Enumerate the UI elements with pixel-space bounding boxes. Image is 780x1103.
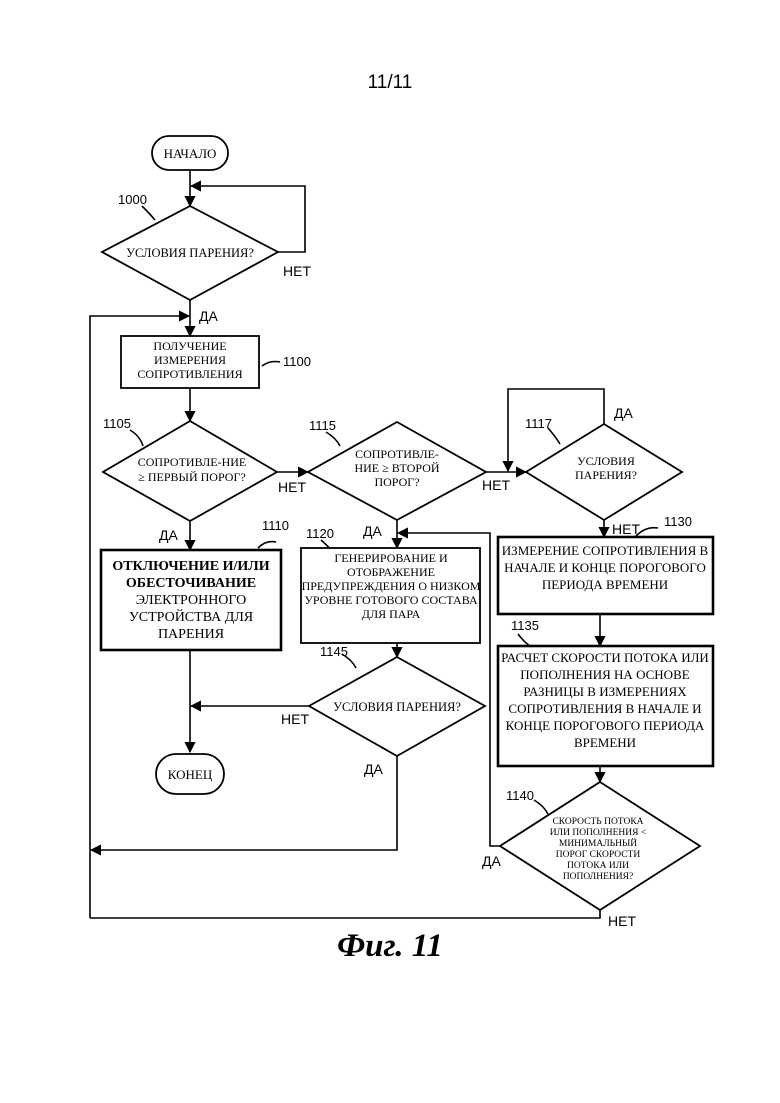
svg-text:ПРЕДУПРЕЖДЕНИЯ О НИЗКОМ: ПРЕДУПРЕЖДЕНИЯ О НИЗКОМ [302, 579, 481, 593]
figure-caption: Фиг. 11 [0, 928, 780, 965]
svg-text:РАСЧЕТ СКОРОСТИ ПОТОКА ИЛИ: РАСЧЕТ СКОРОСТИ ПОТОКА ИЛИ [501, 650, 709, 665]
svg-text:ГЕНЕРИРОВАНИЕ И: ГЕНЕРИРОВАНИЕ И [334, 551, 448, 565]
svg-text:ВРЕМЕНИ: ВРЕМЕНИ [574, 735, 636, 750]
ref-1120: 1120 [306, 526, 334, 541]
process-1135: РАСЧЕТ СКОРОСТИ ПОТОКА ИЛИ ПОПОЛНЕНИЯ НА… [498, 618, 713, 766]
ref-1110: 1110 [262, 518, 289, 533]
decision-1117: УСЛОВИЯ ПАРЕНИЯ? 1117 [525, 416, 682, 520]
svg-text:НАЧАЛО: НАЧАЛО [164, 146, 217, 161]
connector-1145-yes [91, 756, 397, 850]
svg-text:ОТКЛЮЧЕНИЕ И/ИЛИ: ОТКЛЮЧЕНИЕ И/ИЛИ [112, 559, 269, 574]
svg-text:УСЛОВИЯ ПАРЕНИЯ?: УСЛОВИЯ ПАРЕНИЯ? [333, 700, 461, 714]
label-yes-1000: ДА [199, 308, 218, 324]
label-yes-1145: ДА [364, 761, 383, 777]
label-no-1105: НЕТ [278, 479, 306, 495]
label-yes-1140: ДА [482, 853, 501, 869]
ref-1115: 1115 [309, 418, 336, 433]
svg-text:ПОЛУЧЕНИЕ: ПОЛУЧЕНИЕ [153, 339, 226, 353]
svg-text:ЭЛЕКТРОННОГО: ЭЛЕКТРОННОГО [136, 593, 247, 608]
svg-text:ПОТОКА ИЛИ: ПОТОКА ИЛИ [567, 861, 629, 871]
svg-text:СОПРОТИВЛЕ-: СОПРОТИВЛЕ- [355, 447, 439, 461]
ref-1000: 1000 [118, 192, 147, 207]
label-yes-1115: ДА [363, 523, 382, 539]
svg-text:ПОРОГ СКОРОСТИ: ПОРОГ СКОРОСТИ [556, 850, 641, 860]
svg-text:РАЗНИЦЫ В ИЗМЕРЕНИЯХ: РАЗНИЦЫ В ИЗМЕРЕНИЯХ [523, 684, 687, 699]
label-no-1115: НЕТ [482, 477, 510, 493]
start-terminal: НАЧАЛО [152, 136, 228, 170]
svg-text:ПОРОГ?: ПОРОГ? [374, 475, 419, 489]
svg-text:НИЕ ≥ ВТОРОЙ: НИЕ ≥ ВТОРОЙ [354, 461, 439, 475]
svg-text:УРОВНЕ ГОТОВОГО СОСТАВА: УРОВНЕ ГОТОВОГО СОСТАВА [304, 593, 478, 607]
decision-1000: УСЛОВИЯ ПАРЕНИЯ? 1000 [102, 192, 278, 300]
svg-text:УСЛОВИЯ: УСЛОВИЯ [577, 454, 635, 468]
ref-1117: 1117 [525, 416, 552, 431]
ref-1145: 1145 [320, 644, 348, 659]
svg-text:КОНЕЦ: КОНЕЦ [168, 767, 213, 782]
label-no-1000: НЕТ [283, 263, 311, 279]
decision-1000-label: УСЛОВИЯ ПАРЕНИЯ? [126, 246, 254, 260]
svg-text:ОТОБРАЖЕНИЕ: ОТОБРАЖЕНИЕ [347, 565, 435, 579]
svg-text:ОБЕСТОЧИВАНИЕ: ОБЕСТОЧИВАНИЕ [126, 576, 256, 591]
decision-1105: СОПРОТИВЛЕ-НИЕ ≥ ПЕРВЫЙ ПОРОГ? 1105 [103, 416, 277, 521]
svg-text:ДЛЯ ПАРА: ДЛЯ ПАРА [362, 607, 421, 621]
svg-text:ИЛИ ПОПОЛНЕНИЯ <: ИЛИ ПОПОЛНЕНИЯ < [550, 828, 646, 838]
svg-text:ИЗМЕРЕНИЯ: ИЗМЕРЕНИЯ [154, 353, 226, 367]
svg-text:ИЗМЕРЕНИЕ СОПРОТИВЛЕНИЯ В: ИЗМЕРЕНИЕ СОПРОТИВЛЕНИЯ В [502, 543, 709, 558]
svg-text:≥ ПЕРВЫЙ ПОРОГ?: ≥ ПЕРВЫЙ ПОРОГ? [138, 470, 245, 484]
svg-text:ПАРЕНИЯ: ПАРЕНИЯ [158, 627, 224, 642]
svg-text:МИНИМАЛЬНЫЙ: МИНИМАЛЬНЫЙ [559, 837, 637, 849]
process-1120: ГЕНЕРИРОВАНИЕ И ОТОБРАЖЕНИЕ ПРЕДУПРЕЖДЕН… [301, 526, 481, 643]
svg-text:УСТРОЙСТВА ДЛЯ: УСТРОЙСТВА ДЛЯ [129, 608, 253, 625]
ref-1105: 1105 [103, 416, 131, 431]
svg-text:СОПРОТИВЛЕНИЯ В НАЧАЛЕ И: СОПРОТИВЛЕНИЯ В НАЧАЛЕ И [508, 701, 701, 716]
label-no-1117: НЕТ [612, 521, 640, 537]
svg-text:СКОРОСТЬ ПОТОКА: СКОРОСТЬ ПОТОКА [552, 817, 643, 827]
svg-text:КОНЦЕ ПОРОГОВОГО ПЕРИОДА: КОНЦЕ ПОРОГОВОГО ПЕРИОДА [506, 718, 705, 733]
decision-1115: СОПРОТИВЛЕ- НИЕ ≥ ВТОРОЙ ПОРОГ? 1115 [308, 418, 486, 520]
svg-text:НАЧАЛЕ И КОНЦЕ ПОРОГОВОГО: НАЧАЛЕ И КОНЦЕ ПОРОГОВОГО [504, 560, 706, 575]
end-terminal: КОНЕЦ [156, 754, 224, 794]
svg-text:ПАРЕНИЯ?: ПАРЕНИЯ? [575, 468, 637, 482]
svg-text:ПЕРИОДА ВРЕМЕНИ: ПЕРИОДА ВРЕМЕНИ [542, 577, 668, 592]
process-1130: ИЗМЕРЕНИЕ СОПРОТИВЛЕНИЯ В НАЧАЛЕ И КОНЦЕ… [498, 514, 713, 614]
svg-text:СОПРОТИВЛЕНИЯ: СОПРОТИВЛЕНИЯ [137, 367, 242, 381]
svg-text:СОПРОТИВЛЕ-НИЕ: СОПРОТИВЛЕ-НИЕ [138, 455, 247, 469]
ref-1140: 1140 [506, 788, 534, 803]
ref-1135: 1135 [511, 618, 539, 633]
connector-1140-no [90, 910, 600, 918]
svg-text:ПОПОЛНЕНИЯ?: ПОПОЛНЕНИЯ? [563, 872, 633, 882]
decision-1145: УСЛОВИЯ ПАРЕНИЯ? 1145 [309, 644, 485, 756]
decision-1140: СКОРОСТЬ ПОТОКА ИЛИ ПОПОЛНЕНИЯ < МИНИМАЛ… [500, 782, 700, 910]
label-yes-1105: ДА [159, 527, 178, 543]
ref-1130: 1130 [664, 514, 692, 529]
label-yes-1117: ДА [614, 405, 633, 421]
ref-1100: 1100 [283, 354, 311, 369]
label-no-1145: НЕТ [281, 711, 309, 727]
svg-text:ПОПОЛНЕНИЯ НА ОСНОВЕ: ПОПОЛНЕНИЯ НА ОСНОВЕ [520, 667, 689, 682]
process-1100: ПОЛУЧЕНИЕ ИЗМЕРЕНИЯ СОПРОТИВЛЕНИЯ 1100 [121, 336, 311, 388]
label-no-1140: НЕТ [608, 913, 636, 929]
process-1110: ОТКЛЮЧЕНИЕ И/ИЛИ ОБЕСТОЧИВАНИЕ ЭЛЕКТРОНН… [101, 518, 289, 650]
